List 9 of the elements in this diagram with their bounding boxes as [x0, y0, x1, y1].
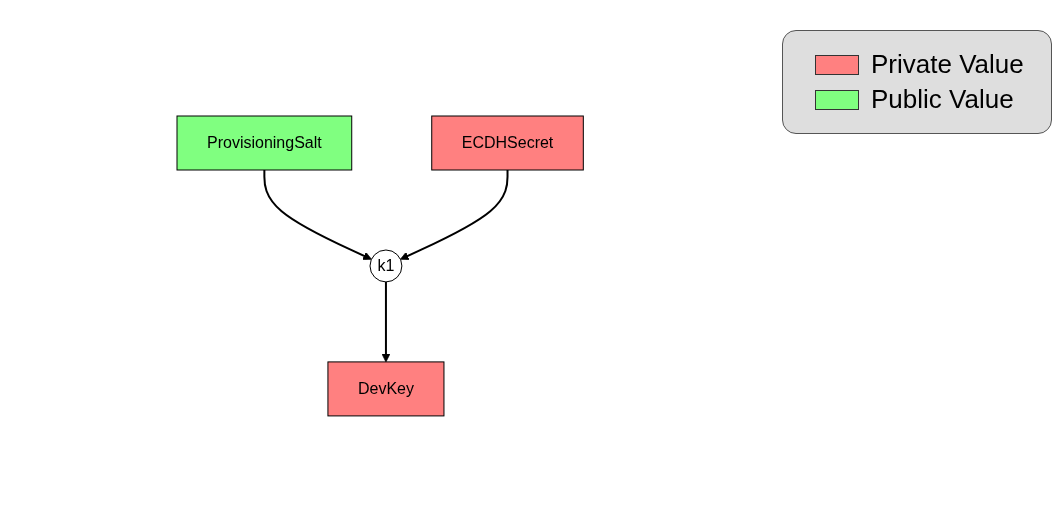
- node-box: ProvisioningSalt: [176, 115, 353, 171]
- legend-label: Public Value: [871, 84, 1014, 115]
- arrow: [381, 280, 391, 362]
- node-circle: k1: [369, 249, 403, 282]
- node-box: ECDHSecret: [431, 115, 584, 171]
- legend-label: Private Value: [871, 49, 1024, 80]
- arrow: [263, 168, 372, 260]
- node-box: DevKey: [327, 360, 445, 416]
- arrow: [399, 168, 509, 260]
